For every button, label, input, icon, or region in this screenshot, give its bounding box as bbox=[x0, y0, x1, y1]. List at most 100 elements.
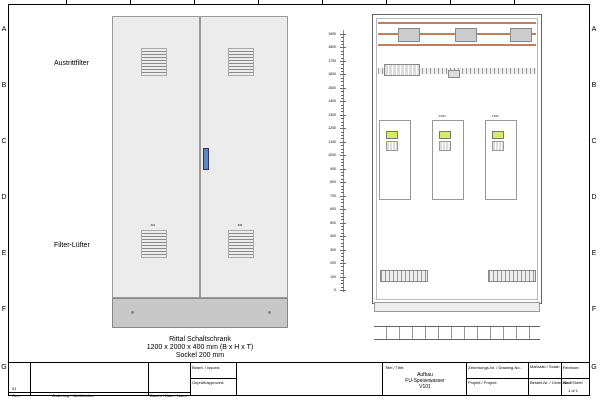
ruler-tick bbox=[340, 195, 346, 197]
ruler-label: 400 bbox=[330, 234, 336, 239]
tb-order-no-label: Bestell-Nr. / Order-No.: bbox=[530, 380, 571, 385]
ruler-minor-tick bbox=[341, 40, 344, 42]
ruler-minor-tick bbox=[341, 135, 344, 137]
ruler-minor-tick bbox=[341, 98, 344, 99]
ruler-minor-tick bbox=[341, 94, 344, 96]
filter-fan-right bbox=[228, 230, 254, 258]
ruler-label: 1100 bbox=[328, 139, 336, 144]
mounting-plate-inner bbox=[376, 18, 538, 300]
ruler-minor-tick bbox=[341, 81, 344, 83]
ruler-minor-tick bbox=[341, 178, 344, 180]
ruler-tick bbox=[340, 60, 346, 62]
ruler-minor-tick bbox=[341, 108, 344, 110]
ruler-minor-tick bbox=[341, 252, 344, 254]
ruler-minor-tick bbox=[341, 175, 344, 177]
fan-tag-m2: -M2 bbox=[237, 223, 243, 227]
ruler-label: 1500 bbox=[328, 85, 336, 90]
fuse-switch-1 bbox=[398, 28, 420, 42]
plinth-bolt-right bbox=[268, 311, 271, 314]
tb-approved-label: Geprüft/approved: bbox=[192, 380, 225, 385]
ruler-minor-tick bbox=[341, 37, 344, 39]
row-label-f-right: F bbox=[591, 306, 597, 313]
ruler-label: 1000 bbox=[328, 153, 336, 158]
ruler-minor-tick bbox=[341, 199, 344, 201]
ruler-minor-tick bbox=[341, 44, 344, 46]
ruler-minor-tick bbox=[341, 202, 344, 204]
tb-date-label: Datum / Date / Name bbox=[150, 393, 188, 398]
ruler-minor-tick bbox=[341, 50, 344, 52]
busbar-3 bbox=[378, 44, 536, 46]
ruler-minor-tick bbox=[341, 188, 344, 190]
ruler-label: 800 bbox=[330, 180, 336, 185]
caption-line-2: 1200 x 2000 x 400 mm (B x H x T) bbox=[146, 344, 254, 351]
ruler-minor-tick bbox=[341, 138, 344, 140]
tb-rev-label: Rev. bbox=[12, 393, 20, 398]
tb-project-label: Projekt / Project: bbox=[468, 380, 498, 385]
fuse-switch-3 bbox=[510, 28, 532, 42]
row-label-d-right: D bbox=[591, 194, 597, 201]
ruler-minor-tick bbox=[341, 67, 344, 69]
tb-scale-label: Maßstab / Scale: bbox=[530, 364, 561, 369]
plinth bbox=[112, 298, 288, 328]
ruler-minor-tick bbox=[341, 165, 344, 167]
ruler-minor-tick bbox=[341, 283, 344, 285]
ruler-tick bbox=[340, 236, 346, 238]
ruler-tick bbox=[340, 276, 346, 278]
ruler-label: 200 bbox=[330, 261, 336, 266]
ruler-minor-tick bbox=[341, 232, 344, 234]
ruler-label: 1300 bbox=[328, 112, 336, 117]
ruler-minor-tick bbox=[341, 226, 344, 227]
ruler-tick bbox=[340, 141, 346, 143]
circuit-breakers bbox=[384, 64, 420, 76]
ruler-tick bbox=[340, 47, 346, 49]
ruler-minor-tick bbox=[341, 256, 344, 258]
ruler-minor-tick bbox=[341, 124, 344, 126]
ruler-minor-tick bbox=[341, 246, 344, 248]
ruler-label: 1700 bbox=[328, 58, 336, 63]
ruler-minor-tick bbox=[341, 54, 344, 56]
ruler-tick bbox=[340, 263, 346, 265]
caption-line-3: Sockel 200 mm bbox=[175, 352, 225, 359]
tb-modification-label: Änderung / Modification bbox=[52, 393, 95, 398]
row-label-e-left: E bbox=[1, 250, 7, 257]
ruler-tick bbox=[340, 209, 346, 211]
ruler-tick bbox=[340, 168, 346, 170]
ruler-tick bbox=[340, 87, 346, 89]
ruler-minor-tick bbox=[341, 104, 344, 106]
drive-tag-2: -T101 bbox=[438, 114, 446, 118]
door-handle bbox=[203, 148, 209, 170]
ruler-label: 1800 bbox=[328, 45, 336, 50]
label-austrittfilter: Austrittfilter bbox=[54, 60, 90, 67]
ruler-minor-tick bbox=[341, 259, 344, 261]
ruler-tick bbox=[340, 34, 346, 35]
label-filter-luefter: Filter-Lüfter bbox=[54, 242, 90, 249]
frequency-converter-2 bbox=[432, 120, 464, 200]
ruler-minor-tick bbox=[341, 158, 344, 160]
ruler-minor-tick bbox=[341, 266, 344, 268]
filter-fan-left bbox=[141, 230, 167, 258]
ruler-label: 100 bbox=[330, 274, 336, 279]
caption-line-1: Rittal Schaltschrank bbox=[169, 336, 231, 343]
row-label-g-right: G bbox=[591, 364, 597, 371]
tb-rev-value: 01 bbox=[12, 386, 17, 391]
ruler-minor-tick bbox=[341, 64, 344, 66]
ruler-minor-tick bbox=[341, 91, 344, 93]
terminal-block-right bbox=[488, 270, 536, 282]
row-label-c-left: C bbox=[1, 138, 7, 145]
drawing-frame bbox=[8, 4, 590, 396]
drive-tag-3: -T101 bbox=[491, 114, 499, 118]
row-label-a-left: A bbox=[1, 26, 7, 33]
ruler-axis bbox=[343, 30, 344, 292]
ruler-label: 300 bbox=[330, 247, 336, 252]
frequency-converter-1 bbox=[379, 120, 411, 200]
ruler-minor-tick bbox=[341, 279, 344, 281]
ruler-label: 1600 bbox=[328, 72, 336, 77]
ruler-label: 0 bbox=[334, 288, 336, 292]
ruler-minor-tick bbox=[341, 145, 344, 147]
ruler-label: 500 bbox=[330, 220, 336, 225]
ruler-tick bbox=[340, 114, 346, 116]
ruler-tick bbox=[340, 74, 346, 76]
tb-title-line-3: V101 bbox=[419, 384, 431, 390]
ruler-minor-tick bbox=[341, 118, 344, 120]
ruler-label: 1200 bbox=[328, 126, 336, 131]
